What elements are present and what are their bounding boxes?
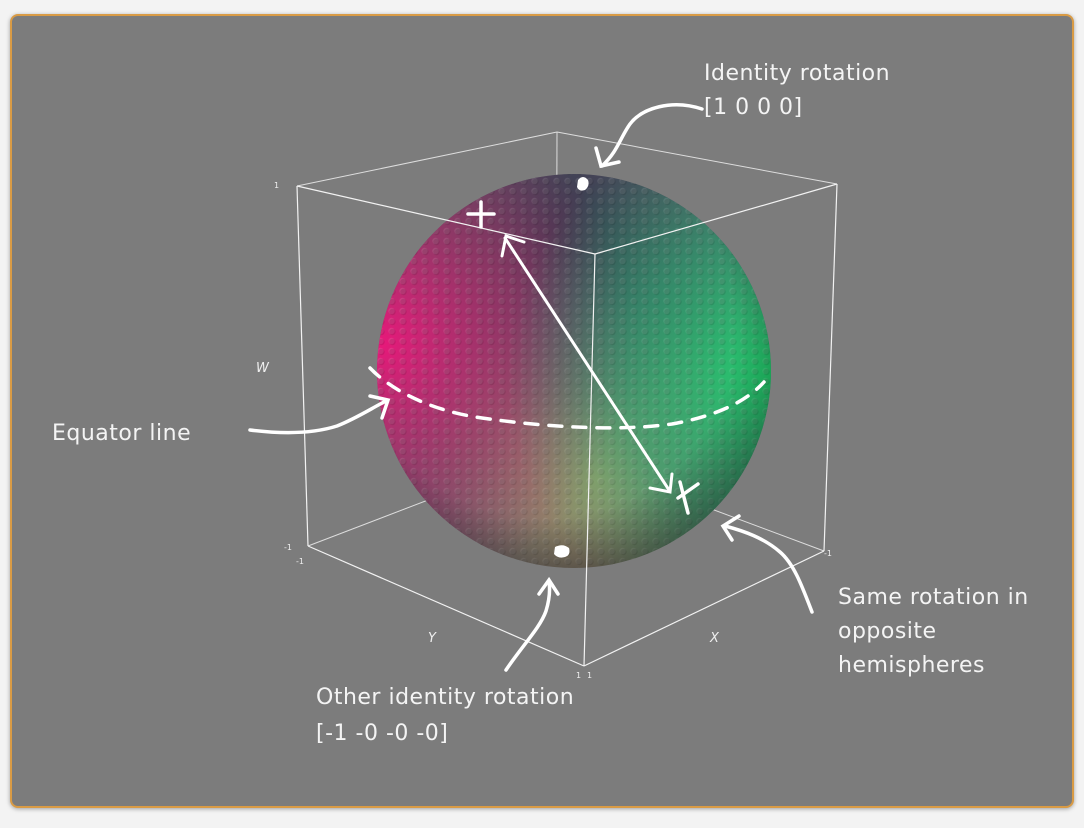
- equator-arrowhead: [368, 394, 391, 420]
- axis-label-w: W: [256, 361, 270, 376]
- figure-frame: 1 -1 -1 1 1 -1 W Y X Identity rotation […: [10, 14, 1074, 808]
- quaternion-sphere-diagram: 1 -1 -1 1 1 -1 W Y X Identity rotation […: [52, 61, 1029, 746]
- tick-x-end: -1: [824, 549, 832, 558]
- identity-marker-top: [577, 177, 589, 191]
- same-rotation-annotation-arrow: [723, 524, 814, 614]
- equator-line-label: Equator line: [52, 421, 191, 446]
- same-rotation-label-line2: opposite: [838, 619, 937, 644]
- tick-w-bottom: -1: [284, 543, 292, 552]
- same-rotation-label-line3: hemispheres: [838, 653, 985, 678]
- other-identity-arrowhead: [537, 576, 560, 596]
- identity-rotation-label: Identity rotation: [704, 61, 890, 86]
- axis-label-x: X: [709, 631, 720, 646]
- cross-marker: [676, 480, 700, 515]
- identity-quaternion-label: [1 0 0 0]: [704, 95, 803, 120]
- box-front-edges: [296, 183, 838, 667]
- other-identity-quaternion-label: [-1 -0 -0 -0]: [316, 721, 448, 746]
- tick-w-top: 1: [274, 181, 279, 190]
- equator-dashed-line: [368, 366, 766, 430]
- axis-label-y: Y: [428, 631, 437, 646]
- other-identity-annotation-arrow: [504, 579, 552, 672]
- identity-annotation-arrow: [600, 103, 704, 168]
- tick-y-end: 1: [576, 671, 581, 680]
- identity-marker-bottom: [554, 545, 570, 558]
- tick-y-start: -1: [296, 557, 304, 566]
- other-identity-label: Other identity rotation: [316, 685, 574, 710]
- identity-arrowhead: [594, 146, 621, 169]
- plus-marker: [466, 200, 496, 229]
- opposite-rotation-arrow: [500, 234, 674, 494]
- same-rotation-arrowhead: [720, 514, 741, 542]
- equator-annotation-arrow: [248, 399, 388, 435]
- tick-x-start: 1: [587, 671, 592, 680]
- quaternion-sphere: [377, 174, 771, 568]
- same-rotation-label-line1: Same rotation in: [838, 585, 1029, 610]
